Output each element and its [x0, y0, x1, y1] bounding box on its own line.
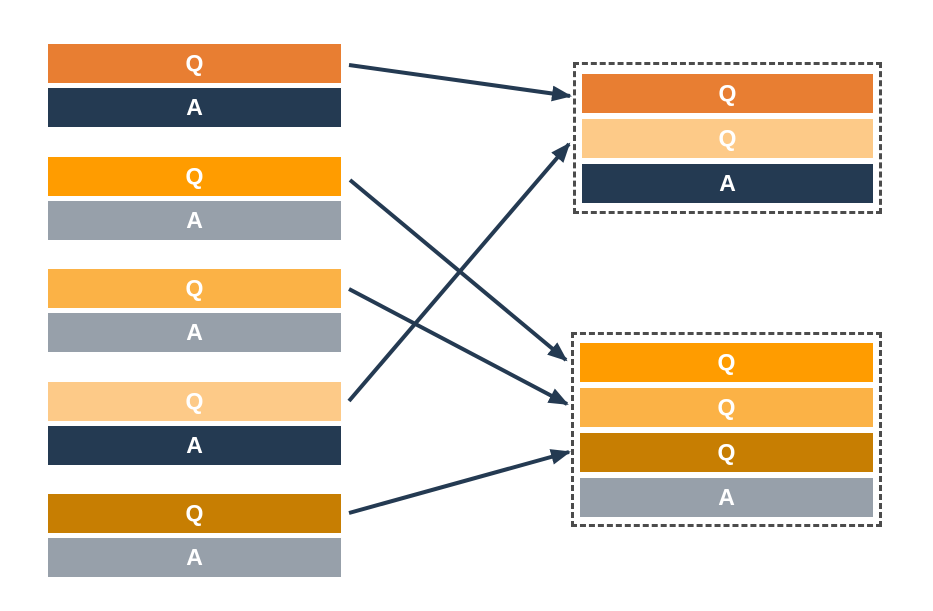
left-pair-5-answer-bar: A [48, 538, 341, 577]
group-1-answer-bar-3: A [582, 163, 873, 203]
group-2-question-bar-3: Q [580, 432, 873, 472]
left-pair-4-question-bar: Q [48, 382, 341, 421]
group-2-question-bar-1: Q [580, 342, 873, 382]
group-2-question-bar-2: Q [580, 387, 873, 427]
arrow-left-pair-3-q-to-group-2-bar-2 [348, 287, 569, 406]
arrow-left-pair-5-q-to-group-2-bar-3 [348, 449, 571, 515]
arrow-left-pair-1-q-to-group-1-bar-1 [348, 63, 572, 102]
arrow-left-pair-2-q-to-group-2-bar-1 [348, 178, 568, 362]
arrow-left-pair-4-q-to-group-1-bar-2 [347, 142, 571, 403]
left-pair-1-answer-bar: A [48, 88, 341, 127]
left-pair-1-question-bar: Q [48, 44, 341, 83]
left-pair-3-answer-bar: A [48, 313, 341, 352]
group-1-question-bar-1: Q [582, 73, 873, 113]
left-pair-2-answer-bar: A [48, 201, 341, 240]
left-pair-4-answer-bar: A [48, 426, 341, 465]
left-pair-5-question-bar: Q [48, 494, 341, 533]
left-pair-2-question-bar: Q [48, 157, 341, 196]
left-pair-3-question-bar: Q [48, 269, 341, 308]
group-2-answer-bar-4: A [580, 477, 873, 517]
group-1-question-bar-2: Q [582, 118, 873, 158]
